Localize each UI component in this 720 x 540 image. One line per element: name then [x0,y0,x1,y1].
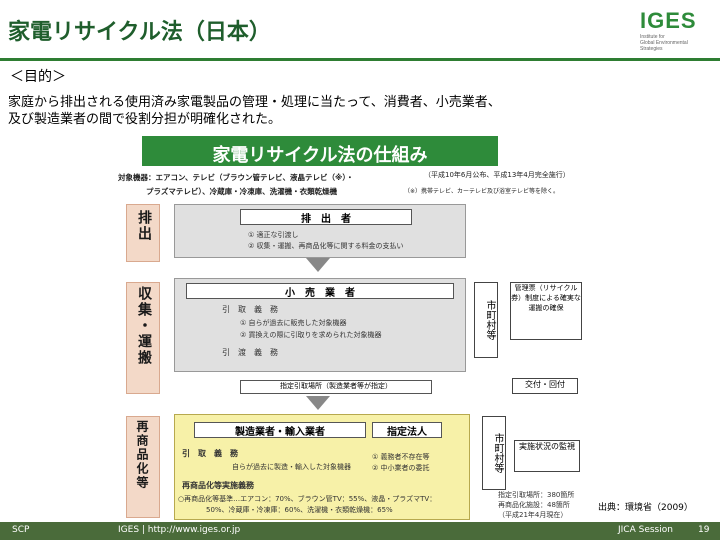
pickup-duty: 引 取 義 務 [222,305,278,314]
logo-sub-3: Strategies [640,46,663,52]
star-note: （※）携帯テレビ、カーテレビ及び浴室テレビ等を除く。 [404,188,560,195]
arrow-down-icon [306,258,330,272]
stage-recycle-box [126,416,160,518]
discharger-item-2: ② 収集・運搬、再商品化等に関する料金の支払い [248,242,404,250]
paragraph: 家庭から排出される使用済み家電製品の管理・処理に当たって、消費者、小売業者、 及… [8,94,712,128]
designated-site: 指定引取場所（製造業者等が指定） [240,380,432,394]
discharger-item-1: ① 適正な引渡し [248,231,299,239]
stats-1: 指定引取場所：380箇所 [498,491,575,499]
logo-sub-1: Institute for [640,34,665,40]
arrow-down-icon-2 [306,396,330,410]
page-number: 19 [698,525,710,535]
iges-logo: IGES Institute for Global Environmental … [640,8,712,56]
maker-pickup-duty: 引 取 義 務 [182,449,238,458]
target-line-2: プラズマテレビ）、冷蔵庫・冷凍庫、洗濯機・衣類乾燥機 [146,187,338,196]
municipal-box-2: 市町村等 [482,416,506,490]
stage-collect-box [126,282,160,394]
pickup-item-1: ① 自らが過去に販売した対象機器 [240,319,347,327]
diagram-title: 家電リサイクル法の仕組み [212,145,428,166]
recycle-duty: 再商品化等実施義務 [182,481,254,490]
management-box: 管理票（リサイクル券）制度による確実な運搬の確保 [510,282,582,340]
source-citation: 出典：環境省（2009） [598,503,693,513]
discharger-header: 排 出 者 [240,209,412,225]
enforcement-note: （平成10年6月公布、平成13年4月完全施行） [424,171,570,179]
municipal-box-1: 市町村等 [474,282,498,358]
stats-2: 再商品化施設：48箇所 [498,501,570,509]
slide-title: 家電リサイクル法（日本） [8,20,271,45]
footer-left: SCP [12,525,30,535]
footer-bar [0,522,720,540]
recycle-rates-1: ○再商品化等基準…エアコン：70%、ブラウン管TV：55%、液晶・プラズマTV： [178,495,437,503]
header-rule [0,58,720,61]
footer-session: JICA Session [618,525,673,535]
designated-corp: 指定法人 [372,422,442,438]
monitor-box: 実施状況の監視 [514,440,580,472]
maker-header: 製造業者・輸入業者 [194,422,366,438]
stage-discharge-box [126,204,160,262]
paragraph-line-2: 及び製造業者の間で役割分担が明確化された。 [8,112,282,127]
purpose-label: ＜目的＞ [10,69,66,85]
pickup-item-2: ② 買換えの際に引取りを求められた対象機器 [240,331,382,339]
target-line-1: 対象機器：エアコン、テレビ（ブラウン管テレビ、液晶テレビ（※）・ [118,173,354,182]
recycle-rates-2: 50%、冷蔵庫・冷凍庫：60%、洗濯機・衣類乾燥機：65% [206,506,393,514]
maker-pickup-desc: 自らが過去に製造・輸入した対象機器 [232,463,351,471]
corp-item-2: ② 中小業者の委託 [372,464,430,472]
retailer-header: 小 売 業 者 [186,283,454,299]
issue-box: 交付・回付 [512,378,578,394]
title-bar [0,0,720,62]
logo-sub-2: Global Environmental [640,40,688,46]
stage-discharge: 排出 [136,210,152,242]
delivery-duty: 引 渡 義 務 [222,348,278,357]
stage-collect: 収集・運搬 [136,286,152,366]
logo-text: IGES [640,8,697,33]
stage-recycle: 再商品化等 [135,420,149,490]
corp-item-1: ① 義務者不存在等 [372,453,430,461]
diagram-title-bar [142,136,498,166]
stats-3: （平成21年4月現在） [498,511,568,519]
paragraph-line-1: 家庭から排出される使用済み家電製品の管理・処理に当たって、消費者、小売業者、 [8,95,501,110]
footer-url[interactable]: IGES | http://www.iges.or.jp [118,525,241,535]
